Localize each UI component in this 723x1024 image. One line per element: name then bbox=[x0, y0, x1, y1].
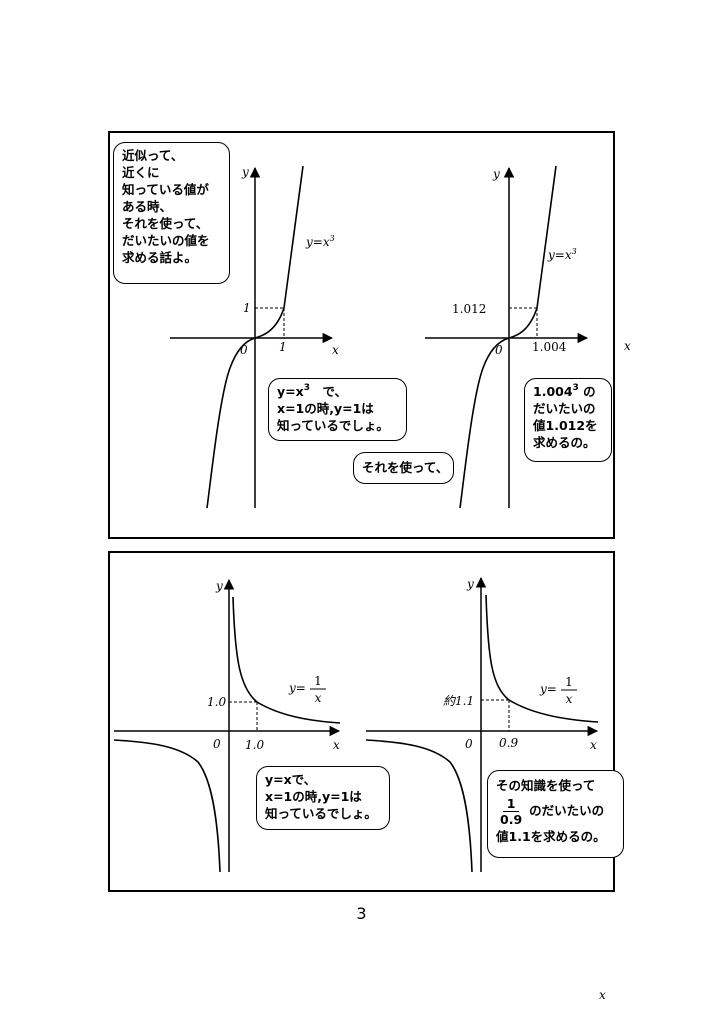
curve-label: y= 1 x bbox=[539, 675, 577, 706]
x-axis-label: x bbox=[333, 738, 340, 752]
bubble-line: 値1.1を求めるの。 bbox=[496, 829, 606, 844]
bubble-line: x=1の時,y=1は bbox=[277, 401, 374, 416]
origin-label: 0 bbox=[213, 737, 221, 751]
bubble-known-cubic: y=x3 で、 x=1の時,y=1は 知っているでしょ。 bbox=[268, 378, 407, 441]
bubble-line: それを使って、 bbox=[122, 216, 209, 231]
curve-label: y=x3 bbox=[547, 247, 577, 262]
bubble-line: その知識を使って bbox=[496, 778, 596, 793]
bubble-line: 1.0043 の bbox=[533, 383, 596, 400]
origin-label: 0 bbox=[495, 343, 503, 357]
panel-top bbox=[108, 131, 615, 539]
bubble-line: y=x3 で、 bbox=[277, 383, 347, 400]
origin-label: 0 bbox=[465, 737, 473, 751]
bubble-line: 知っている値が bbox=[122, 182, 209, 197]
hyperbola-left-branch bbox=[113, 739, 221, 873]
hyperbola-left-branch bbox=[365, 739, 473, 873]
bubble-line: 近似って、 bbox=[122, 148, 184, 163]
x-mark-label: 1 bbox=[279, 340, 287, 354]
cubic-curve bbox=[206, 165, 304, 509]
y-mark-label: 1 bbox=[243, 301, 251, 315]
y-axis-label: y bbox=[215, 579, 223, 593]
x-axis-label: x bbox=[332, 343, 339, 357]
bubble-known-reciprocal: y=xで、 x=1の時,y=1は 知っているでしょ。 bbox=[256, 766, 390, 830]
graph-cubic-right: y x 0 1.004 1.012 y=x3 bbox=[425, 165, 631, 509]
curve-label: y=x3 bbox=[305, 234, 335, 249]
svg-text:y=: y= bbox=[288, 681, 306, 695]
curve-label: y= 1 x bbox=[288, 674, 326, 705]
graph-reciprocal-right: y x 0 0.9 約1.1 y= 1 x bbox=[365, 576, 599, 873]
y-axis-label: y bbox=[492, 167, 500, 181]
svg-text:1: 1 bbox=[565, 675, 573, 689]
graph-reciprocal-left: y x 0 1.0 1.0 y= 1 x bbox=[113, 578, 341, 873]
origin-label: 0 bbox=[240, 343, 248, 357]
y-axis-label: y bbox=[241, 165, 249, 179]
bubble-line: 求めるの。 bbox=[533, 435, 596, 450]
x-axis-label: x bbox=[624, 339, 631, 353]
svg-text:y=: y= bbox=[539, 682, 557, 696]
panel-bottom bbox=[108, 551, 615, 892]
bubble-line: ある時、 bbox=[122, 199, 173, 214]
bubble-line: だいたいの bbox=[533, 401, 596, 416]
hyperbola-right-branch bbox=[485, 594, 599, 723]
bubble-intro: 近似って、 近くに 知っている値が ある時、 それを使って、 だいたいの値を 求… bbox=[113, 142, 230, 284]
x-mark-label: 0.9 bbox=[499, 736, 518, 750]
bubble-line: だいたいの値を bbox=[122, 233, 210, 248]
bubble-line: 値1.012を bbox=[533, 418, 598, 433]
x-mark-label: 1.004 bbox=[532, 340, 567, 354]
bubble-line: y=xで、 bbox=[265, 772, 317, 787]
cubic-curve bbox=[459, 165, 557, 509]
stray-x-label: x bbox=[599, 988, 606, 1002]
bubble-use: それを使って、 bbox=[353, 452, 454, 484]
graph-cubic-left: y x 0 1 1 y=x3 bbox=[170, 165, 339, 509]
y-mark-label: 1.012 bbox=[452, 302, 486, 316]
svg-text:x: x bbox=[315, 691, 322, 705]
bubble-line: それを使って、 bbox=[362, 460, 449, 475]
svg-text:1: 1 bbox=[314, 674, 322, 688]
x-mark-label: 1.0 bbox=[245, 738, 264, 752]
bubble-approx-cubic: 1.0043 の だいたいの 値1.012を 求めるの。 bbox=[524, 378, 612, 462]
x-axis-label: x bbox=[590, 738, 597, 752]
y-mark-label: 1.0 bbox=[207, 695, 226, 709]
page-number: 3 bbox=[356, 904, 367, 923]
bubble-line: x=1の時,y=1は bbox=[265, 789, 362, 804]
svg-text:x: x bbox=[566, 692, 573, 706]
y-mark-label: 約1.1 bbox=[443, 694, 474, 708]
y-axis-label: y bbox=[466, 577, 474, 591]
hyperbola-right-branch bbox=[232, 596, 341, 724]
bubble-line: 知っているでしょ。 bbox=[265, 806, 377, 821]
bubble-line: 求める話よ。 bbox=[122, 250, 198, 265]
bubble-line: 近くに bbox=[122, 165, 160, 180]
bubble-line: 知っているでしょ。 bbox=[277, 418, 389, 433]
